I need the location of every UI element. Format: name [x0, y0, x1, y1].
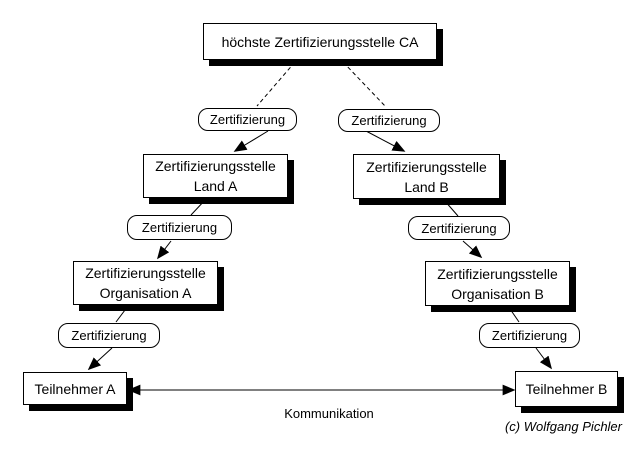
land-b-node: Zertifizierungsstelle Land B	[353, 154, 500, 199]
edge-cert-to-org-b	[462, 240, 483, 259]
certification-badge-participant-a: Zertifizierung	[58, 323, 160, 348]
copyright-credit: (c) Wolfgang Pichler	[504, 419, 622, 434]
communication-label: Kommunikation	[284, 406, 374, 421]
certification-badge-land-a: Zertifizierung	[198, 108, 297, 131]
land-a-line1: Zertifizierungsstelle	[155, 158, 276, 174]
org-a-line2: Organisation A	[99, 285, 192, 301]
certification-label: Zertifizierung	[209, 112, 286, 127]
edge-cert-to-land-a	[233, 130, 269, 152]
root-ca-label: höchste Zertifizierungsstelle CA	[221, 33, 419, 50]
edge-root-to-cert-a	[256, 61, 296, 107]
certification-badge-participant-b: Zertifizierung	[479, 323, 580, 348]
edge-land-b-to-cert	[443, 199, 459, 217]
org-a-node: Zertifizierungsstelle Organisation A	[73, 261, 218, 305]
certification-label: Zertifizierung	[351, 113, 427, 128]
land-b-line2: Land B	[404, 178, 449, 195]
participant-a-label: Teilnehmer A	[34, 380, 116, 397]
root-ca-node: höchste Zertifizierungsstelle CA	[203, 23, 437, 60]
certification-badge-org-b: Zertifizierung	[408, 216, 510, 240]
edge-root-to-cert-b	[342, 61, 387, 108]
participant-b-node: Teilnehmer B	[515, 371, 618, 407]
edge-cert-to-org-a	[157, 240, 172, 260]
certification-label: Zertifizierung	[491, 328, 568, 343]
edge-cert-to-participant-b	[535, 347, 552, 370]
land-b-line1: Zertifizierungsstelle	[366, 158, 487, 175]
edge-cert-to-land-b	[365, 130, 406, 152]
org-b-node: Zertifizierungsstelle Organisation B	[425, 261, 570, 306]
land-a-line2: Land A	[193, 178, 238, 194]
land-a-node: Zertifizierungsstelle Land A	[143, 154, 288, 198]
certification-badge-org-a: Zertifizierung	[127, 215, 232, 240]
certification-badge-land-b: Zertifizierung	[338, 109, 440, 132]
participant-a-node: Teilnehmer A	[23, 372, 127, 405]
edge-cert-to-participant-a	[87, 347, 113, 371]
certification-label: Zertifizierung	[421, 220, 497, 236]
certification-label: Zertifizierung	[71, 328, 147, 343]
participant-b-label: Teilnehmer B	[525, 381, 608, 397]
edge-org-a-to-cert	[115, 305, 129, 323]
edge-land-a-to-cert	[190, 198, 207, 216]
org-a-line1: Zertifizierungsstelle	[85, 265, 206, 281]
org-b-line2: Organisation B	[451, 285, 544, 302]
edge-org-b-to-cert	[507, 305, 520, 323]
certification-label: Zertifizierung	[141, 220, 218, 235]
org-b-line1: Zertifizierungsstelle	[437, 265, 558, 282]
